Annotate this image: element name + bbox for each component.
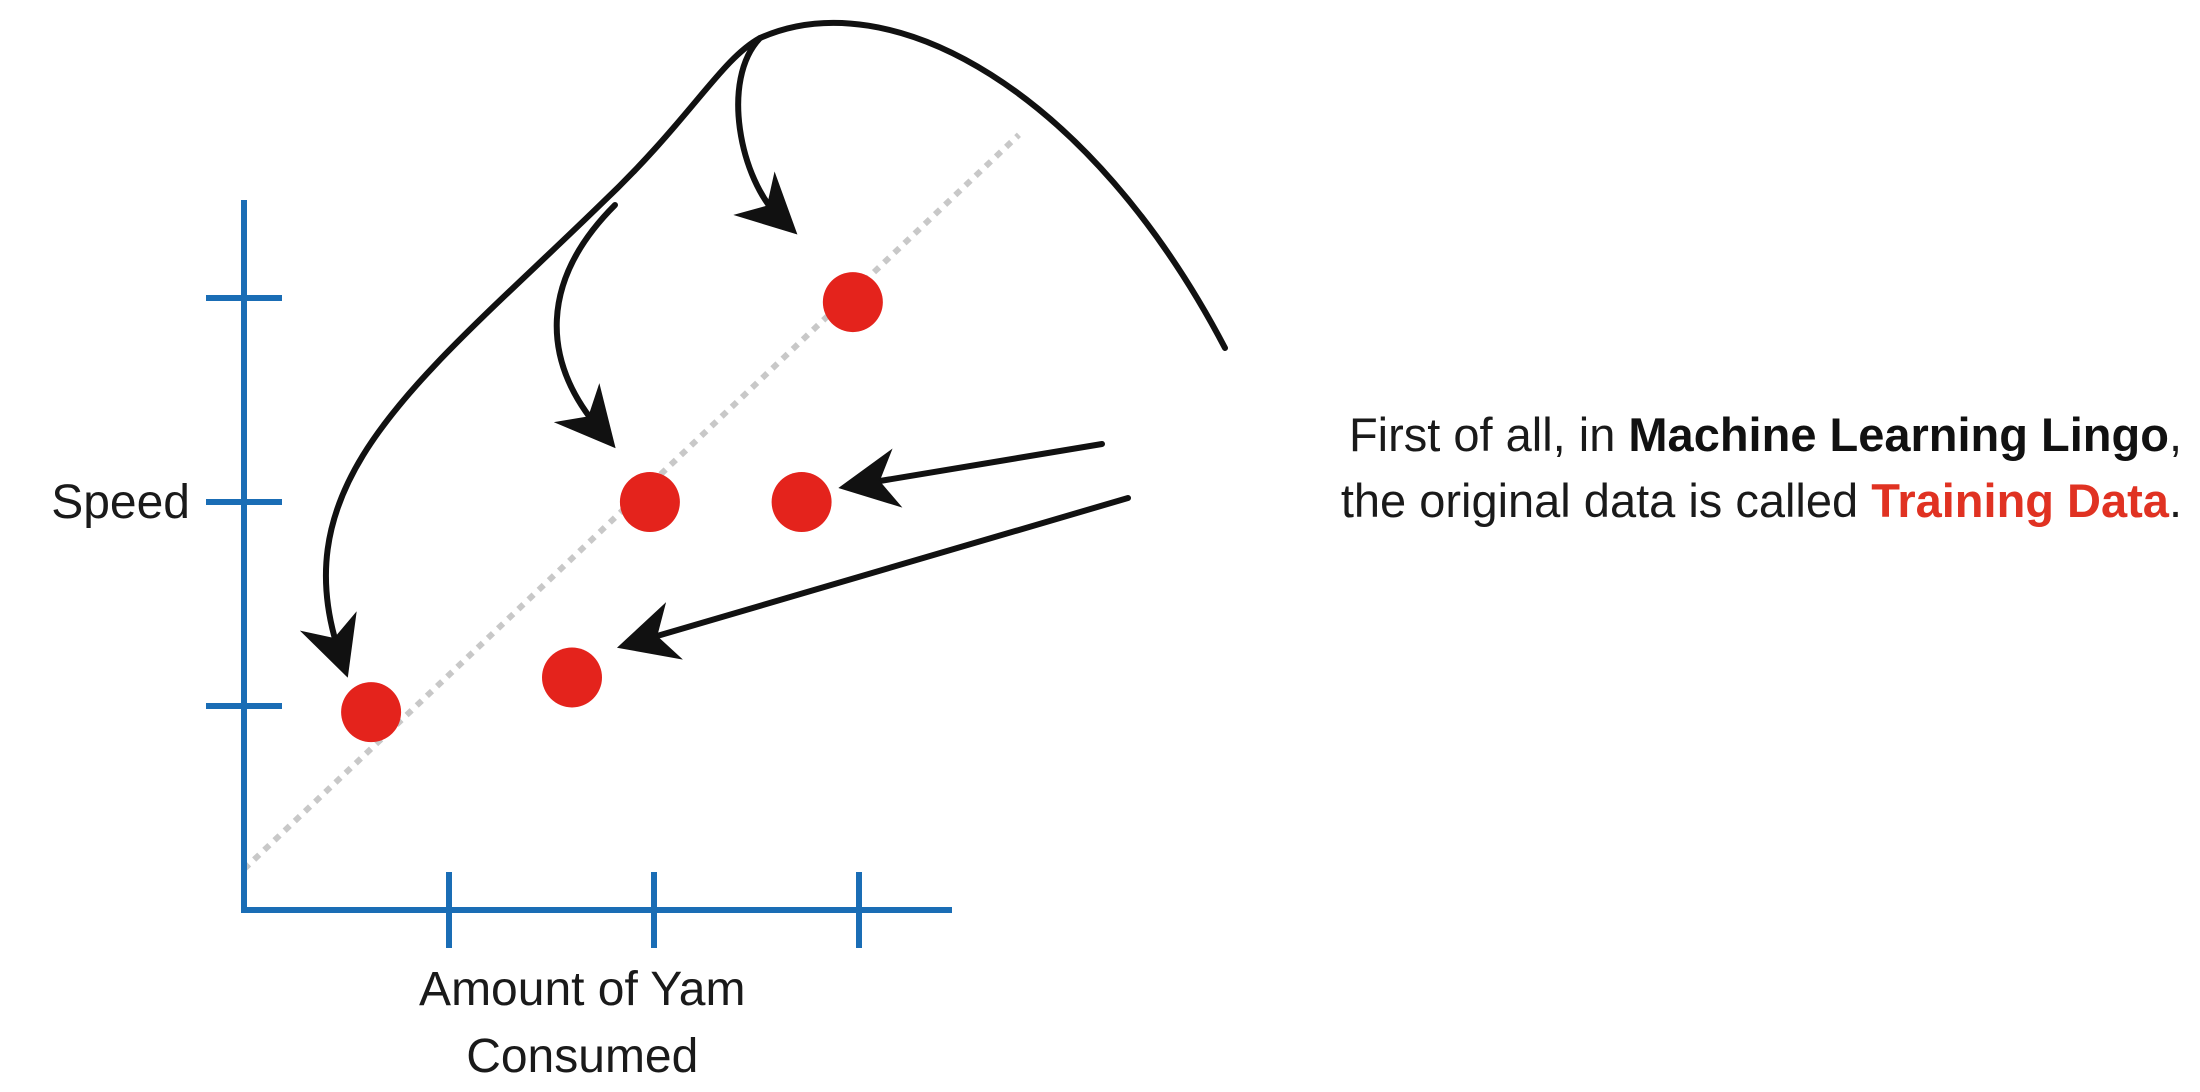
arrow-to-point-2 — [616, 495, 1131, 660]
x-axis-label-line-1: Amount of Yam — [419, 963, 745, 1016]
data-point-5 — [822, 272, 883, 333]
y-axis-label: Speed — [51, 476, 190, 529]
callout-line-1: First of all, in Machine Learning Lingo, — [1062, 402, 2182, 468]
data-point-3 — [619, 472, 680, 532]
callout-line-2: the original data is called Training Dat… — [1062, 468, 2182, 534]
arrow-to-point-4 — [838, 441, 1105, 508]
callout-line2-post: . — [2168, 474, 2182, 527]
arrow-to-point-5 — [733, 35, 798, 235]
data-point-2 — [542, 647, 602, 708]
x-axis-label-line-2: Consumed — [466, 1030, 698, 1083]
callout-term-training-data: Training Data — [1871, 474, 2169, 527]
callout-line2-pre: the original data is called — [1340, 474, 1872, 527]
callout-text: First of all, in Machine Learning Lingo,… — [1062, 402, 2182, 534]
callout-term-ml-lingo: Machine Learning Lingo — [1628, 408, 2169, 461]
callout-line1-pre: First of all, in — [1348, 408, 1629, 461]
arrow-to-point-3 — [553, 202, 618, 449]
data-point-4 — [771, 472, 832, 532]
callout-line1-post: , — [2168, 408, 2182, 461]
data-point-1 — [341, 682, 402, 743]
arrow-to-point-1 — [299, 20, 1228, 678]
